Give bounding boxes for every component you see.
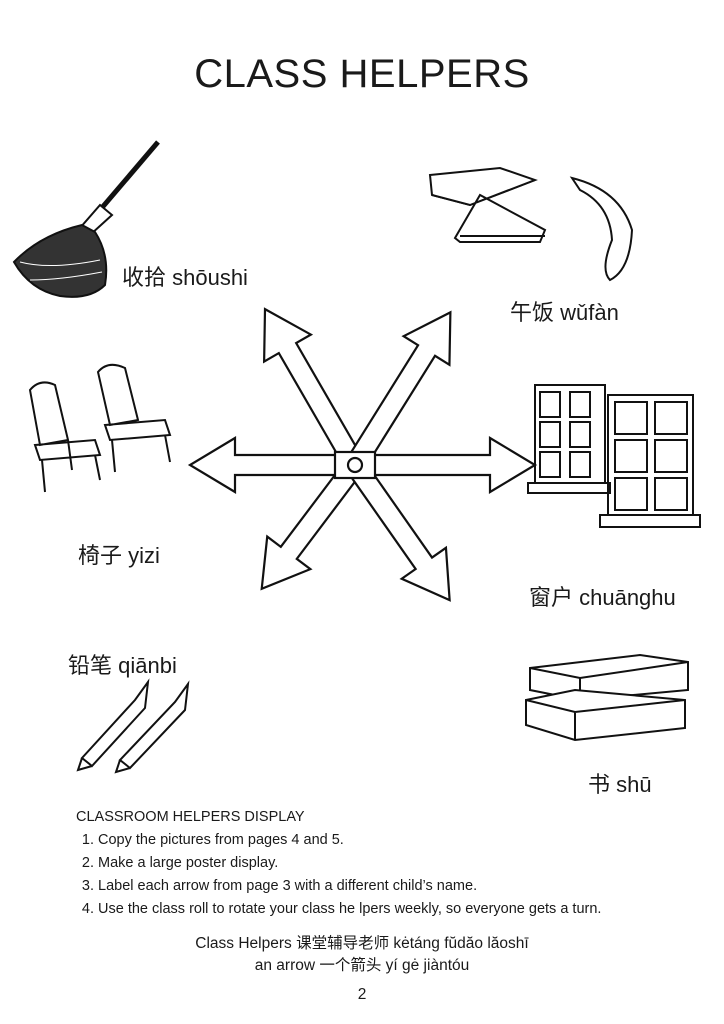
page-number: 2 — [357, 986, 367, 1003]
instruction-step: Make a large poster display. — [98, 852, 601, 875]
windows-image — [527, 384, 701, 528]
label-lunch: 午饭 wǔfàn — [510, 300, 619, 325]
label-window: 窗户 chuānghu — [529, 585, 676, 610]
instruction-step: Label each arrow from page 3 with a diff… — [98, 875, 601, 898]
footer-vocab-1: Class Helpers 课堂辅导老师 kėtáng fŭdăo lăoshī — [195, 935, 529, 952]
arrow-up-left — [262, 307, 366, 472]
arrow-hub — [333, 450, 377, 480]
chairs-image — [28, 363, 172, 493]
footer-vocab-2: an arrow 一个箭头 yí gė jiàntóu — [254, 957, 470, 974]
arrow-down-right — [345, 457, 451, 602]
sandwich-banana-image — [428, 166, 634, 282]
instructions: CLASSROOM HELPERS DISPLAY Copy the pictu… — [76, 806, 601, 921]
label-book: 书 shū — [588, 772, 652, 797]
label-tidy: 收拾 shōushi — [122, 265, 248, 290]
arrow-right — [353, 436, 538, 494]
helper-arrows — [187, 307, 538, 602]
label-chairs: 椅子 yizi — [78, 543, 160, 568]
pencils-image — [76, 678, 190, 774]
arrow-pivot — [346, 456, 364, 474]
instruction-step: Use the class roll to rotate your class … — [98, 898, 601, 921]
page-title: CLASS HELPERS — [194, 52, 530, 96]
label-pencil: 铅笔 qiānbi — [68, 653, 177, 678]
instruction-step: Copy the pictures from pages 4 and 5. — [98, 829, 601, 852]
instructions-heading: CLASSROOM HELPERS DISPLAY — [76, 809, 305, 825]
books-image — [525, 653, 689, 742]
feather-duster-image — [12, 140, 160, 298]
